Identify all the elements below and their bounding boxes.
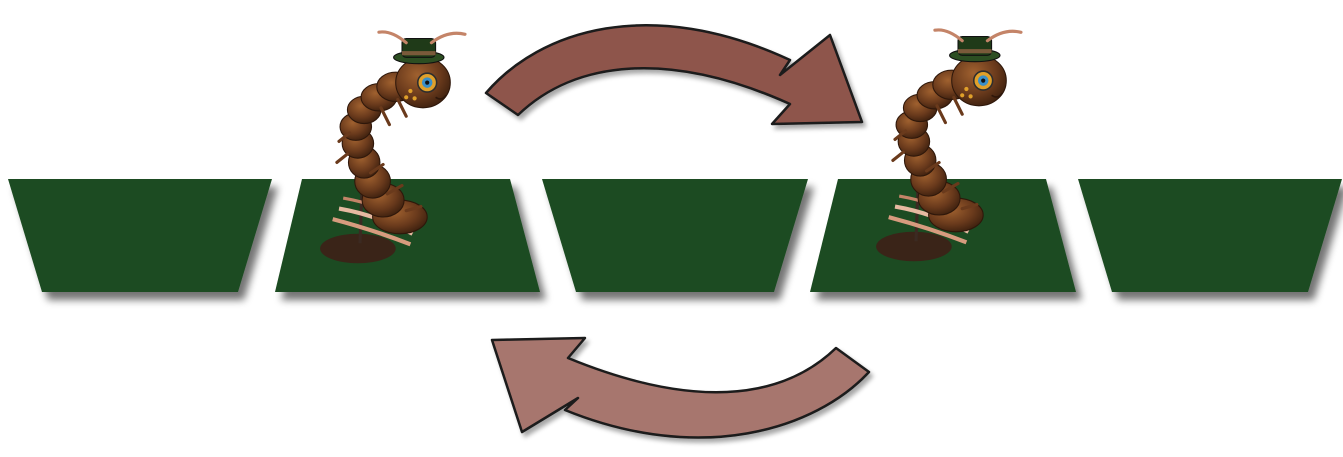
arrow-backward [492, 338, 869, 438]
tile-5 [1078, 179, 1342, 292]
tile-2 [275, 179, 540, 292]
tile-1 [8, 179, 272, 292]
curved-arrow-icon [492, 338, 869, 438]
tile-3 [542, 179, 808, 292]
curved-arrow-icon [486, 25, 862, 124]
arrow-forward [486, 25, 862, 124]
tile-row [8, 179, 1342, 292]
